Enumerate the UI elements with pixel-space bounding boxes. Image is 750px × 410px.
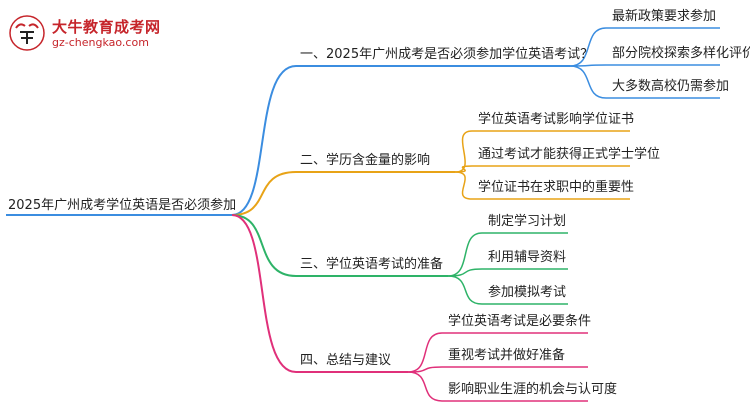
branch-topic: 三、学位英语考试的准备 — [300, 257, 444, 272]
subtopic: 最新政策要求参加 — [612, 9, 717, 24]
branch-topic: 一、2025年广州成考是否必须参加学位英语考试？ — [300, 47, 594, 62]
subtopic: 制定学习计划 — [488, 214, 567, 229]
child-connector — [447, 275, 483, 305]
child-connector — [407, 332, 443, 373]
site-logo: 大牛教育成考网 gz-chengkao.com — [8, 14, 168, 54]
child-connector — [407, 366, 443, 373]
child-connector — [569, 27, 607, 67]
branch-connector — [231, 214, 297, 277]
subtopic: 重视考试并做好准备 — [448, 348, 566, 363]
branch-connector — [231, 214, 297, 373]
child-connector — [454, 130, 473, 173]
child-connector — [447, 268, 483, 277]
bull-logo-icon — [9, 15, 45, 51]
child-connector — [454, 171, 473, 200]
subtopic: 参加模拟考试 — [488, 285, 567, 300]
subtopic: 通过考试才能获得正式学士学位 — [478, 147, 661, 162]
subtopic: 学位英语考试影响学位证书 — [478, 112, 635, 127]
subtopic: 学位证书在求职中的重要性 — [478, 180, 635, 195]
root-topic: 2025年广州成考学位英语是否必须参加 — [8, 198, 237, 213]
subtopic: 大多数高校仍需参加 — [612, 79, 730, 94]
subtopic: 利用辅导资料 — [488, 250, 567, 265]
subtopic: 影响职业生涯的机会与认可度 — [448, 382, 618, 397]
child-connector — [407, 371, 443, 402]
branch-connector — [231, 65, 297, 216]
subtopic: 部分院校探索多样化评价 — [612, 46, 750, 61]
branch-topic: 二、学历含金量的影响 — [300, 153, 431, 168]
logo-title: 大牛教育成考网 — [52, 18, 161, 36]
branch-connector — [231, 171, 297, 216]
child-connector — [569, 65, 607, 99]
child-connector — [454, 165, 473, 173]
branch-topic: 四、总结与建议 — [300, 353, 392, 368]
subtopic: 学位英语考试是必要条件 — [448, 314, 592, 329]
logo-url: gz-chengkao.com — [52, 36, 149, 49]
child-connector — [447, 232, 483, 277]
